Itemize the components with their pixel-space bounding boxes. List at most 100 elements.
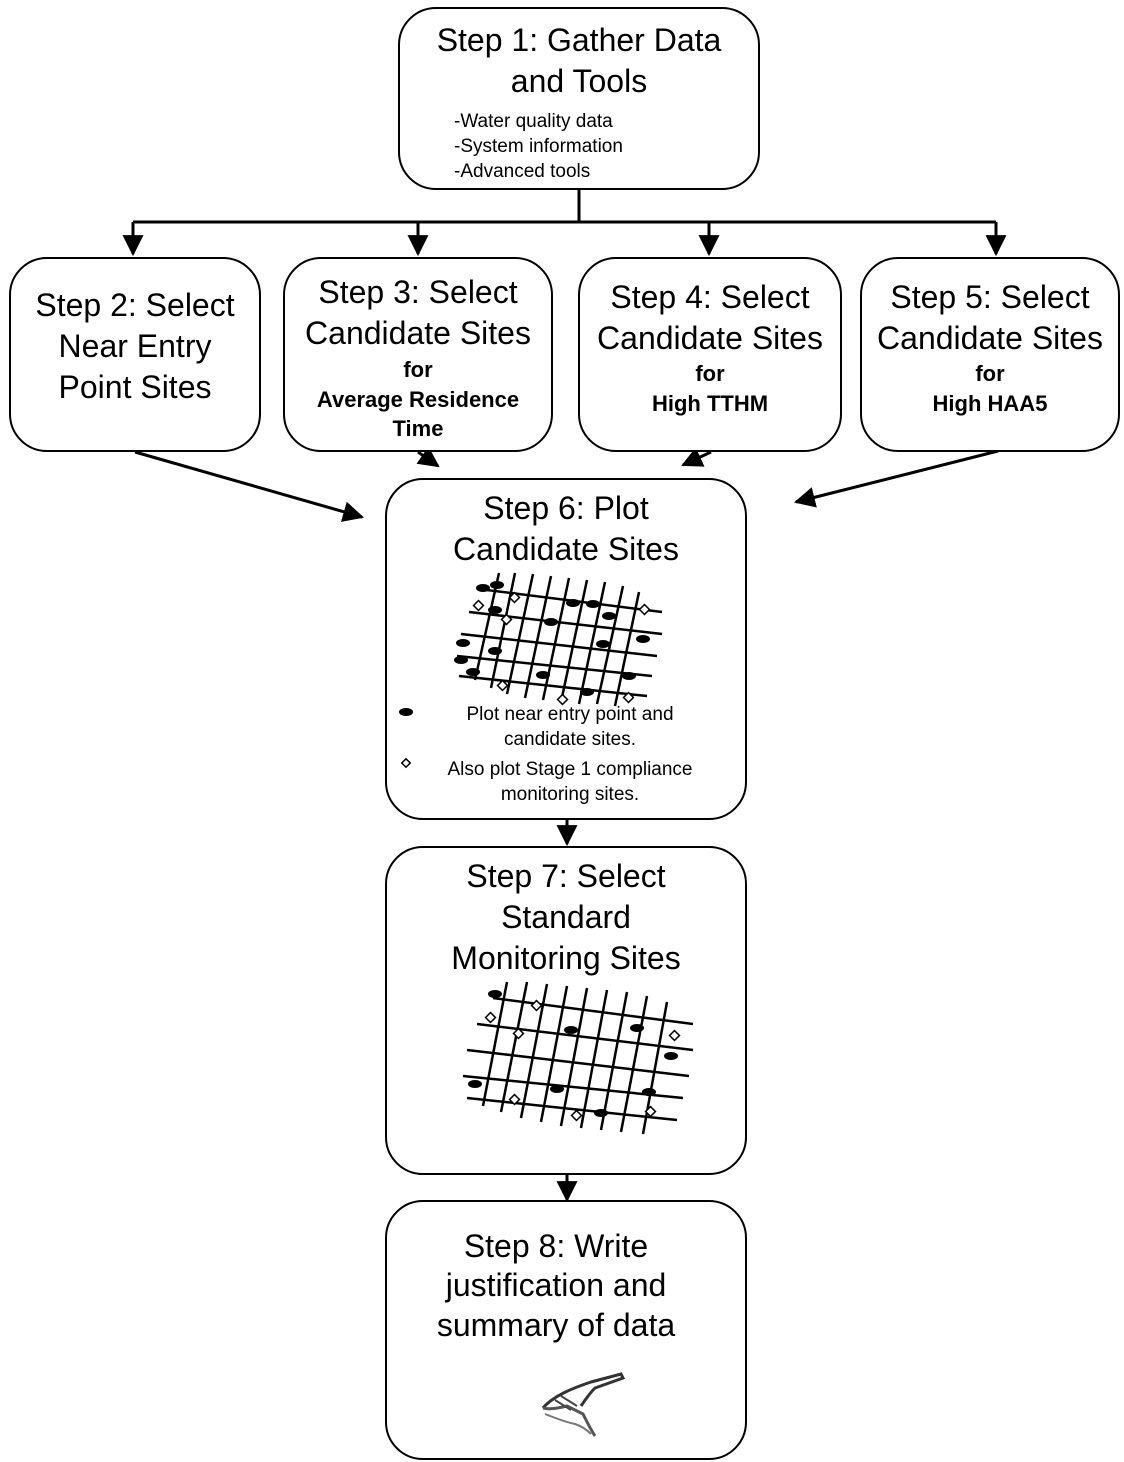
arrow-step2-to-step6 bbox=[134, 450, 365, 522]
map-grid-line bbox=[559, 987, 589, 1127]
map-grid-line bbox=[577, 581, 607, 705]
step3-line2: Candidate Sites bbox=[305, 315, 531, 351]
step6-line2: Candidate Sites bbox=[453, 531, 679, 567]
step7-line1: Step 7: Select bbox=[466, 858, 666, 894]
open-diamond-icon bbox=[512, 1027, 525, 1040]
step3-sub3: Time bbox=[392, 416, 444, 441]
open-diamond-icon bbox=[500, 613, 513, 626]
step1-item: -Water quality data bbox=[454, 111, 613, 132]
open-diamond-icon bbox=[484, 1011, 497, 1024]
step8-line3: summary of data bbox=[436, 1307, 676, 1343]
map-grid-line bbox=[481, 981, 509, 1107]
map-grid-line bbox=[595, 585, 625, 705]
map-grid-line bbox=[579, 989, 609, 1129]
filled-oval-icon bbox=[399, 708, 413, 716]
step2-line1: Step 2: Select bbox=[35, 287, 235, 323]
step3-sub1: for bbox=[403, 357, 433, 382]
filled-oval-icon bbox=[476, 584, 490, 592]
open-diamond-icon bbox=[556, 693, 569, 706]
filled-oval-icon bbox=[596, 640, 610, 648]
arrow-step5-to-step6 bbox=[793, 449, 999, 508]
step6-box: Step 6: Plot Candidate Sites bbox=[385, 478, 747, 820]
step3-box: Step 3: Select Candidate Sites for Avera… bbox=[283, 257, 553, 452]
open-diamond-icon bbox=[496, 679, 509, 692]
filled-oval-icon bbox=[488, 647, 502, 655]
step5-sub1: for bbox=[975, 361, 1005, 386]
step5-sub2: High HAA5 bbox=[932, 391, 1048, 416]
map-grid-line bbox=[613, 591, 641, 707]
step6-legend-open-line1: Also plot Stage 1 compliance bbox=[447, 759, 693, 780]
open-diamond-icon bbox=[622, 691, 635, 704]
filled-oval-icon bbox=[636, 635, 650, 643]
map-grid-line bbox=[599, 991, 629, 1131]
map-grid-line bbox=[541, 577, 571, 701]
step6-legend-filled-line1: Plot near entry point and bbox=[466, 704, 674, 725]
step2-line3: Point Sites bbox=[58, 369, 212, 405]
map-grid-line bbox=[489, 572, 517, 689]
filled-oval-icon bbox=[550, 1085, 564, 1093]
open-diamond-icon bbox=[400, 757, 412, 769]
open-diamond-icon bbox=[530, 999, 543, 1012]
map-grid-line bbox=[473, 572, 501, 681]
open-diamond-icon bbox=[638, 603, 651, 616]
step4-sub1: for bbox=[695, 361, 725, 386]
map-grid-line bbox=[458, 674, 648, 698]
open-diamond-icon bbox=[472, 599, 485, 612]
filled-oval-icon bbox=[564, 1026, 578, 1034]
filled-oval-icon bbox=[490, 581, 504, 589]
step4-sub2: High TTHM bbox=[651, 391, 769, 416]
map-grid-line bbox=[499, 981, 529, 1113]
open-diamond-icon bbox=[508, 1093, 521, 1106]
map-grid-line bbox=[492, 996, 694, 1026]
step7-box: Step 7: Select Standard Monitoring Sites bbox=[385, 846, 747, 1175]
filled-oval-icon bbox=[466, 668, 480, 676]
step3-sub2: Average Residence bbox=[316, 387, 520, 412]
step8-box: Step 8: Write justification and summary … bbox=[385, 1200, 747, 1460]
open-diamond-icon bbox=[644, 1105, 657, 1118]
filled-oval-icon bbox=[544, 618, 558, 626]
standard-monitoring-site-map bbox=[462, 981, 694, 1135]
step6-line1: Step 6: Plot bbox=[483, 490, 649, 526]
map-grid-line bbox=[619, 995, 649, 1133]
filled-oval-icon bbox=[664, 1052, 678, 1060]
map-grid-line bbox=[476, 1022, 694, 1052]
step1-title-line1: Step 1: Gather Data bbox=[436, 22, 722, 58]
arrow-step3-to-step6 bbox=[416, 446, 440, 468]
filled-oval-icon bbox=[594, 1109, 608, 1117]
step6-legend-open-line2: monitoring sites. bbox=[500, 784, 640, 805]
step3-line1: Step 3: Select bbox=[318, 274, 518, 310]
filled-oval-icon bbox=[642, 1088, 656, 1096]
map-grid-line bbox=[519, 983, 549, 1119]
step7-line3: Monitoring Sites bbox=[451, 940, 681, 976]
map-grid-line bbox=[523, 575, 553, 699]
step8-line1: Step 8: Write bbox=[463, 1228, 649, 1264]
filled-oval-icon bbox=[488, 606, 502, 614]
step1-title-line2: and Tools bbox=[510, 63, 648, 99]
open-diamond-icon bbox=[508, 591, 521, 604]
map-grid-line bbox=[460, 632, 658, 658]
open-diamond-icon bbox=[668, 1029, 681, 1042]
filled-oval-icon bbox=[586, 600, 600, 608]
open-diamond-icon bbox=[570, 1109, 583, 1122]
arrow-step4-to-step6 bbox=[681, 447, 712, 467]
map-grid-line bbox=[456, 654, 653, 678]
step4-box: Step 4: Select Candidate Sites for High … bbox=[578, 257, 842, 452]
step1-item: -Advanced tools bbox=[454, 161, 591, 182]
step1-item-list: -Water quality data -System information … bbox=[454, 109, 623, 184]
step6-legend-filled-line2: candidate sites. bbox=[503, 729, 637, 750]
hand-writing-icon bbox=[541, 1372, 626, 1437]
filled-oval-icon bbox=[566, 599, 580, 607]
map-grid-line bbox=[641, 1001, 669, 1135]
step2-box: Step 2: Select Near Entry Point Sites bbox=[9, 257, 261, 452]
step4-line1: Step 4: Select bbox=[610, 279, 810, 315]
map-grid-line bbox=[539, 985, 569, 1123]
filled-oval-icon bbox=[580, 688, 594, 696]
step1-item: -System information bbox=[454, 136, 623, 157]
step7-line2: Standard bbox=[501, 899, 631, 935]
filled-oval-icon bbox=[536, 671, 550, 679]
step1-box: Step 1: Gather Data and Tools -Water qua… bbox=[398, 7, 760, 190]
map-grid-line bbox=[559, 579, 589, 703]
step5-line1: Step 5: Select bbox=[890, 279, 1090, 315]
map-grid-line bbox=[466, 1048, 690, 1078]
